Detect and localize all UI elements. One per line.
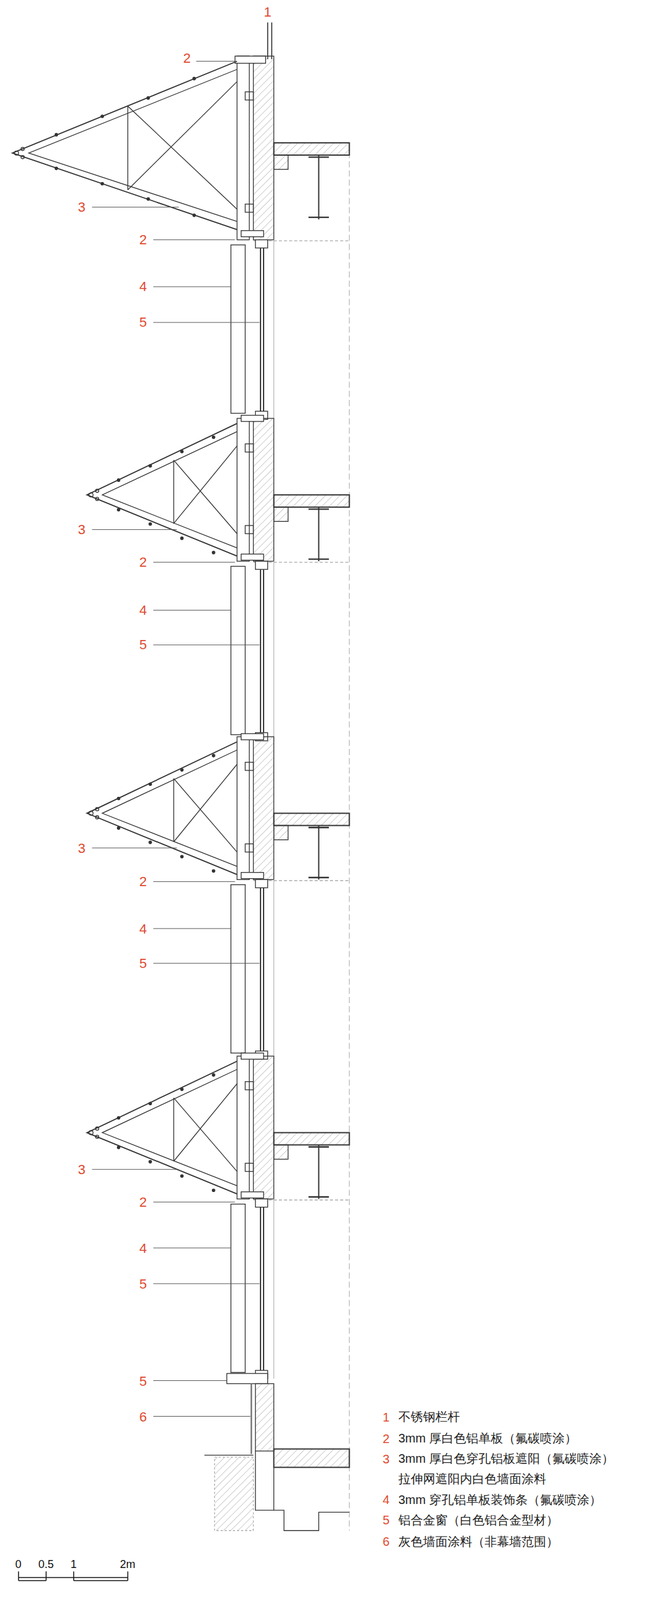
callout-number: 3	[78, 523, 86, 537]
leader-lines	[92, 60, 260, 1417]
sunshade-module	[86, 415, 350, 563]
callout-number: 5	[139, 1375, 147, 1390]
sunshade-module	[86, 733, 350, 882]
callout-number: 4	[139, 604, 147, 618]
callout-number: 5	[139, 957, 147, 972]
legend-number: 4	[382, 1494, 390, 1507]
window-bay	[230, 561, 275, 742]
callout-number: 2	[139, 556, 147, 570]
callout-number: 3	[78, 200, 86, 215]
callout-number: 1	[264, 5, 272, 20]
callout-number: 3	[78, 842, 86, 856]
base-detail	[204, 1374, 350, 1532]
legend-text: 3mm 厚白色穿孔铝板遮阳（氟碳喷涂） 拉伸网遮阳内白色墙面涂料	[398, 1449, 628, 1491]
legend-number: 3	[382, 1453, 390, 1467]
legend-number: 6	[382, 1536, 390, 1549]
legend-text: 3mm 厚白色铝单板（氟碳喷涂）	[398, 1429, 628, 1450]
legend-text: 3mm 穿孔铝单板装饰条（氟碳喷涂）	[398, 1490, 628, 1512]
scale-label: 1	[70, 1559, 77, 1571]
top-module	[12, 22, 350, 241]
sunshade-module	[86, 1053, 350, 1201]
scale-bar	[18, 1572, 128, 1582]
callout-number: 2	[182, 51, 191, 66]
callout-number: 6	[139, 1411, 147, 1425]
callout-number: 4	[139, 922, 147, 937]
callout-number: 5	[139, 1278, 147, 1292]
legend-number: 1	[382, 1411, 390, 1425]
callout-number: 4	[139, 280, 147, 294]
legend-text: 铝合金窗（白色铝合金型材）	[398, 1511, 628, 1532]
callout-number: 3	[78, 1163, 86, 1178]
scale-label: 0	[15, 1559, 22, 1571]
callout-number: 4	[139, 1242, 147, 1257]
callout-number: 2	[139, 233, 147, 247]
callout-number: 2	[139, 875, 147, 890]
callout-number: 5	[139, 315, 147, 330]
scale-label: 2m	[120, 1559, 136, 1571]
legend-number: 5	[382, 1514, 390, 1528]
scale-label: 0.5	[38, 1559, 54, 1571]
legend-text: 不锈钢栏杆	[398, 1407, 628, 1428]
window-bay	[230, 879, 275, 1060]
legend-text: 灰色墙面涂料（非幕墙范围）	[398, 1532, 628, 1553]
callout-number: 5	[139, 638, 147, 653]
callout-number: 2	[139, 1196, 147, 1210]
interior-line	[349, 142, 350, 1532]
window-bay	[230, 1199, 275, 1380]
legend-number: 2	[382, 1433, 390, 1446]
window-bay	[230, 240, 275, 420]
